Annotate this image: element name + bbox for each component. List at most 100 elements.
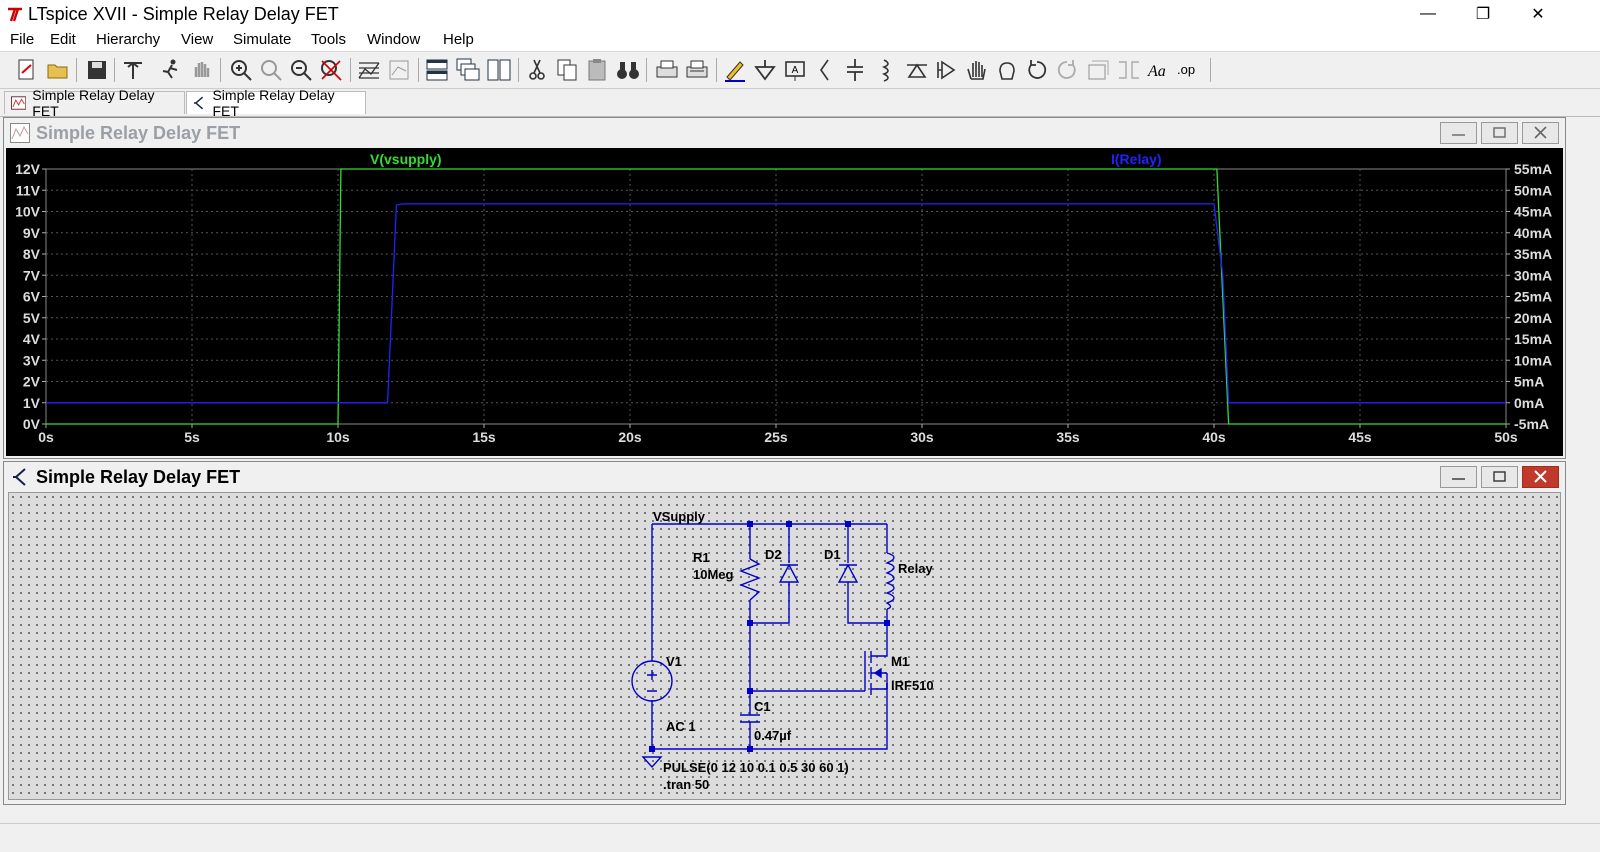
menu-hierarchy[interactable]: Hierarchy [96,31,161,48]
c1-value[interactable]: 0.47µf [754,728,792,743]
rotate-icon[interactable] [1086,57,1112,83]
y-left-tick-label: 9V [23,225,41,241]
redo-icon[interactable] [1054,57,1080,83]
x-tick-label: 10s [326,429,350,445]
y-right-tick-label: 5mA [1514,374,1544,390]
cut-icon[interactable] [524,57,550,83]
halt-hand-icon[interactable] [189,57,215,83]
find-binoculars-icon[interactable] [615,57,641,83]
menu-file[interactable]: File [10,31,35,48]
y-left-tick-label: 2V [23,374,41,390]
v1-pulse-directive[interactable]: PULSE(0 12 10 0.1 0.5 30 60 1) [663,760,849,775]
maximize-button[interactable]: ❐ [1475,6,1491,23]
zoom-in-icon[interactable] [228,57,254,83]
waveform-minimize-button[interactable] [1440,122,1477,144]
c1-label[interactable]: C1 [754,699,771,714]
minimize-button[interactable]: — [1420,5,1436,22]
r1-value[interactable]: 10Meg [693,567,734,582]
new-schematic-icon[interactable] [14,57,40,83]
v1-label[interactable]: V1 [666,654,682,669]
r1-label[interactable]: R1 [693,550,710,565]
x-tick-label: 35s [1056,429,1080,445]
d1-label[interactable]: D1 [824,547,841,562]
schematic-window-titlebar[interactable]: Simple Relay Delay FET [4,462,1565,492]
capacitor-icon[interactable] [842,57,868,83]
component-icon[interactable] [934,57,960,83]
mosfet-m1[interactable] [864,651,888,695]
pan-icon[interactable] [258,57,284,83]
series-line-irelay[interactable] [46,203,1506,404]
save-icon[interactable] [84,57,110,83]
y-left-tick-label: 6V [23,289,41,305]
menu-tools[interactable]: Tools [311,31,347,48]
autorange-icon[interactable] [356,57,382,83]
waveform-icon [10,123,30,143]
spice-directive-icon[interactable]: .op [1176,57,1202,83]
text-icon[interactable]: Aa [1146,57,1172,83]
draw-wire-pencil-icon[interactable] [722,57,748,83]
menu-simulate[interactable]: Simulate [233,31,292,48]
ground-symbol[interactable] [641,756,663,769]
diode-d2[interactable] [778,563,800,583]
tile-horizontal-icon[interactable] [424,57,450,83]
run-icon[interactable] [158,57,184,83]
resistor-icon[interactable] [812,57,838,83]
menu-help[interactable]: Help [443,31,474,48]
v1-ac-value[interactable]: AC 1 [666,719,696,734]
m1-value[interactable]: IRF510 [891,678,934,693]
schematic-drawing[interactable]: VSupply R1 10Meg D2 D1 Relay V1 AC 1 M1 … [9,493,1562,801]
zoom-fit-icon[interactable] [318,57,344,83]
cascade-icon[interactable] [455,57,481,83]
y-left-tick-label: 0V [23,416,41,432]
schematic-restore-button[interactable] [1481,466,1518,488]
trace-label-vsupply[interactable]: V(vsupply) [370,151,442,167]
relay-coil[interactable] [884,552,895,610]
schematic-canvas[interactable]: VSupply R1 10Meg D2 D1 Relay V1 AC 1 M1 … [8,492,1561,800]
relay-label[interactable]: Relay [898,561,933,576]
schematic-close-button[interactable] [1522,466,1559,488]
diode-d1[interactable] [837,563,859,583]
tran-directive[interactable]: .tran 50 [663,777,709,792]
waveform-close-button[interactable] [1522,122,1559,144]
voltage-source-v1[interactable] [631,660,673,702]
tab-waveform[interactable]: Simple Relay Delay FET [4,87,185,119]
waveform-window-titlebar[interactable]: Simple Relay Delay FET [4,118,1565,148]
menu-view[interactable]: View [181,31,214,48]
paste-icon[interactable] [585,57,611,83]
undo-icon[interactable] [1024,57,1050,83]
tile-vertical-icon[interactable] [486,57,512,83]
mirror-icon[interactable] [1116,57,1142,83]
x-tick-label: 40s [1202,429,1226,445]
toolbar-separator [646,58,647,82]
close-button[interactable]: ✕ [1531,6,1545,23]
y-right-tick-label: 20mA [1514,310,1552,326]
print-setup-icon[interactable] [684,57,710,83]
zoom-out-icon[interactable] [288,57,314,83]
open-folder-icon[interactable] [45,57,71,83]
trace-label-relay-current[interactable]: I(Relay) [1111,151,1162,167]
capacitor-c1[interactable] [740,714,760,723]
copy-icon[interactable] [554,57,580,83]
m1-label[interactable]: M1 [891,654,909,669]
resistor-r1[interactable] [739,558,761,601]
print-icon[interactable] [654,57,680,83]
label-net-icon[interactable]: A [782,57,808,83]
series-line-vvsupply[interactable] [46,168,1506,425]
plot-settings-icon[interactable] [386,57,412,83]
menu-window[interactable]: Window [367,31,421,48]
diode-icon[interactable] [904,57,930,83]
waveform-restore-button[interactable] [1481,122,1518,144]
net-label-vsupply[interactable]: VSupply [653,509,706,524]
move-hand-icon[interactable] [964,57,990,83]
drag-hand-icon[interactable] [994,57,1020,83]
menu-edit[interactable]: Edit [50,31,76,48]
control-panel-icon[interactable] [120,57,146,83]
d2-label[interactable]: D2 [765,547,782,562]
ground-icon[interactable] [752,57,778,83]
schematic-minimize-button[interactable] [1440,466,1477,488]
inductor-icon[interactable] [872,57,898,83]
tab-schematic[interactable]: Simple Relay Delay FET [186,87,366,119]
y-left-tick-label: 7V [23,267,41,283]
